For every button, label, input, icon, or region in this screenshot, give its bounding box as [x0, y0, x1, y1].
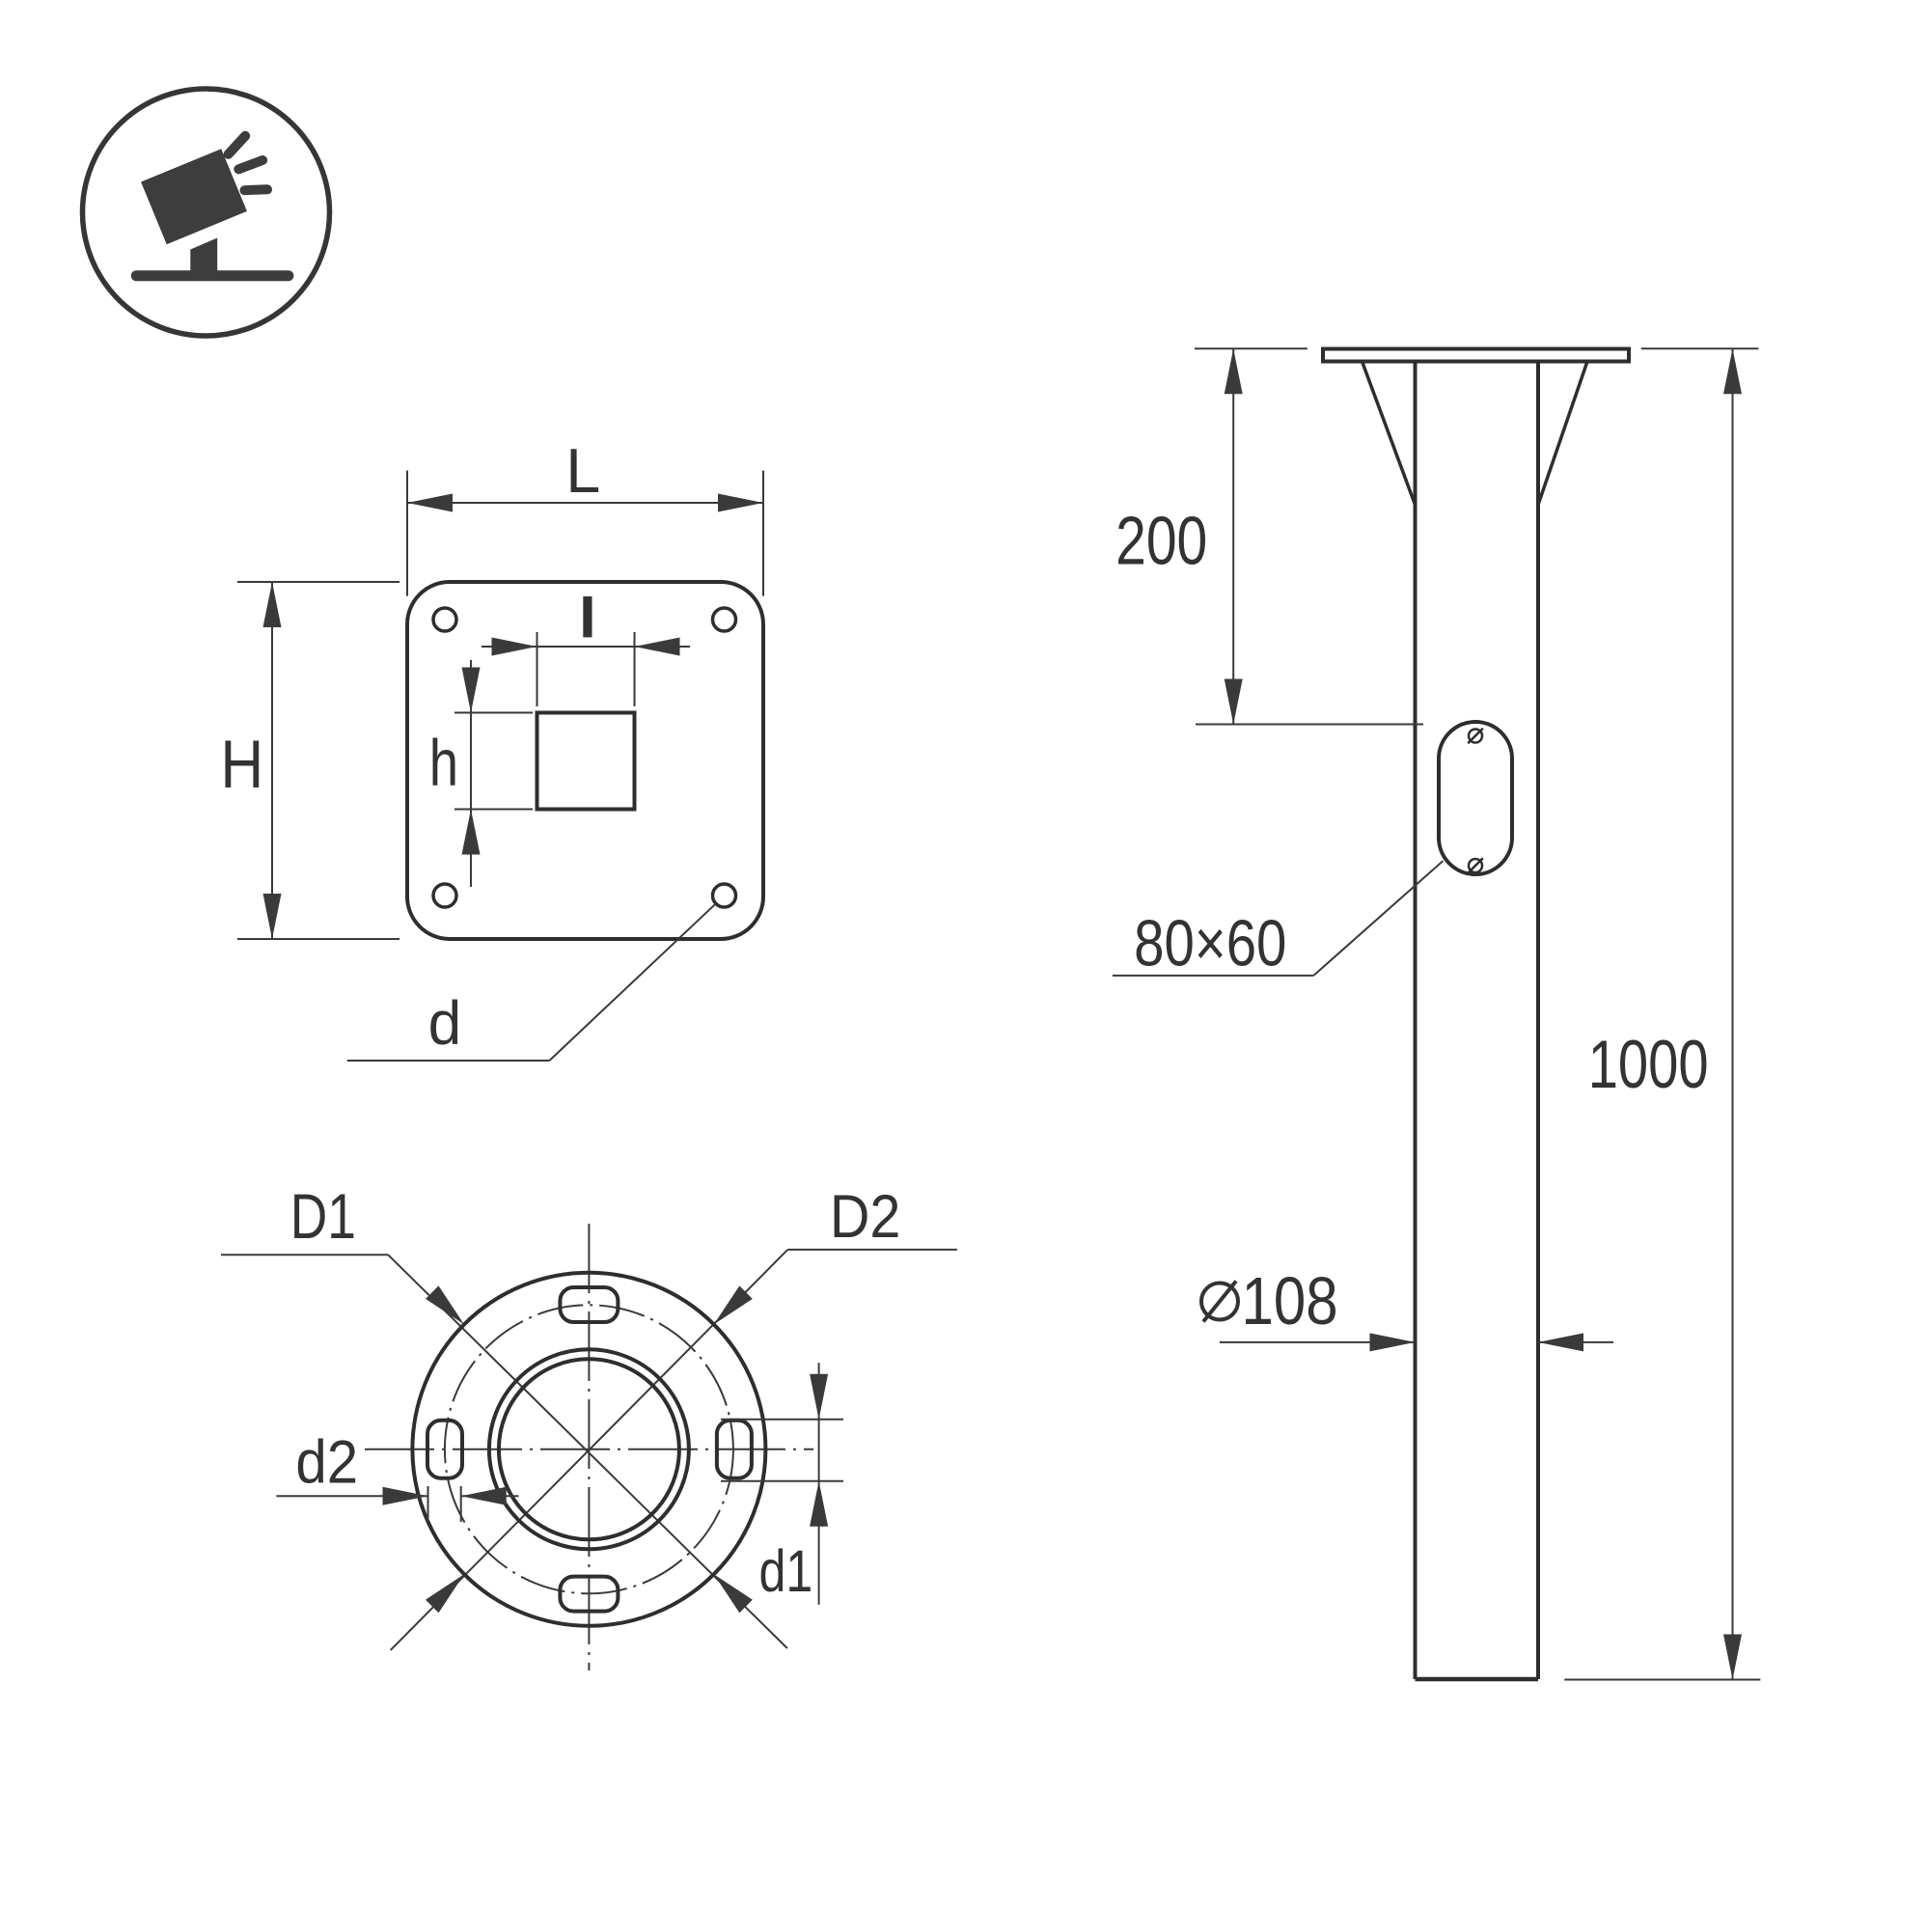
svg-text:80×60: 80×60: [1134, 907, 1286, 980]
svg-text:d1: d1: [759, 1538, 813, 1605]
svg-text:d2: d2: [295, 1428, 358, 1496]
svg-text:1000: 1000: [1588, 1027, 1709, 1103]
svg-text:H: H: [220, 726, 263, 802]
svg-text:108: 108: [1242, 1263, 1338, 1339]
svg-text:D2: D2: [830, 1183, 901, 1251]
svg-text:d: d: [428, 989, 462, 1058]
svg-text:h: h: [429, 727, 458, 799]
svg-text:200: 200: [1115, 503, 1207, 579]
svg-text:D1: D1: [290, 1180, 356, 1252]
svg-text:L: L: [565, 435, 600, 506]
